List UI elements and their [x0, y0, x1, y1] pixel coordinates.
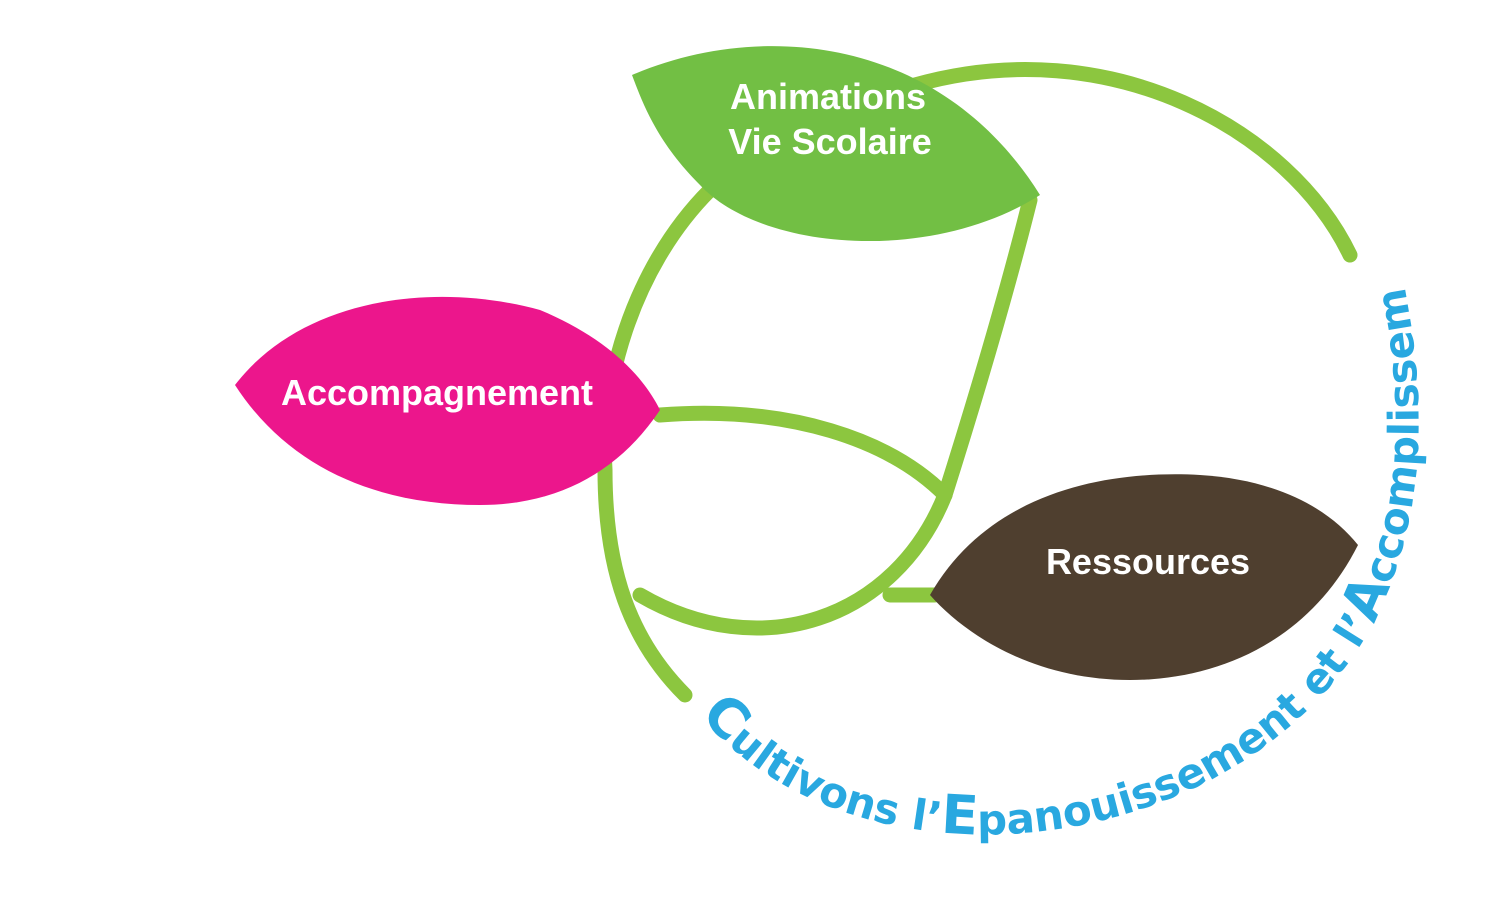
leaf-accompagnement: Accompagnement [235, 296, 660, 505]
leaf-ressources-shape [930, 474, 1358, 680]
leaf-ressources-label: Ressources [1046, 541, 1250, 582]
outer-arc-stem [907, 62, 1358, 263]
right-vertical-stem [937, 192, 1038, 503]
lower-loop-stem [632, 487, 953, 636]
leaf-animations-line2: Vie Scolaire [728, 121, 931, 162]
leaf-accompagnement-label: Accompagnement [281, 372, 593, 413]
stems [596, 62, 1358, 703]
leaf-animations: Animations Vie Scolaire [632, 46, 1040, 242]
motto-part-3: E [940, 783, 980, 848]
leaf-ressources: Ressources [930, 474, 1358, 680]
motto-part-2: ultivons l’ [721, 714, 945, 842]
leaf-accompagnement-shape [235, 296, 660, 505]
middle-branch-stem [652, 405, 953, 503]
leaf-animations-line1: Animations [730, 76, 926, 117]
leaf-animations-shape [632, 46, 1040, 242]
main-stem [596, 182, 718, 703]
